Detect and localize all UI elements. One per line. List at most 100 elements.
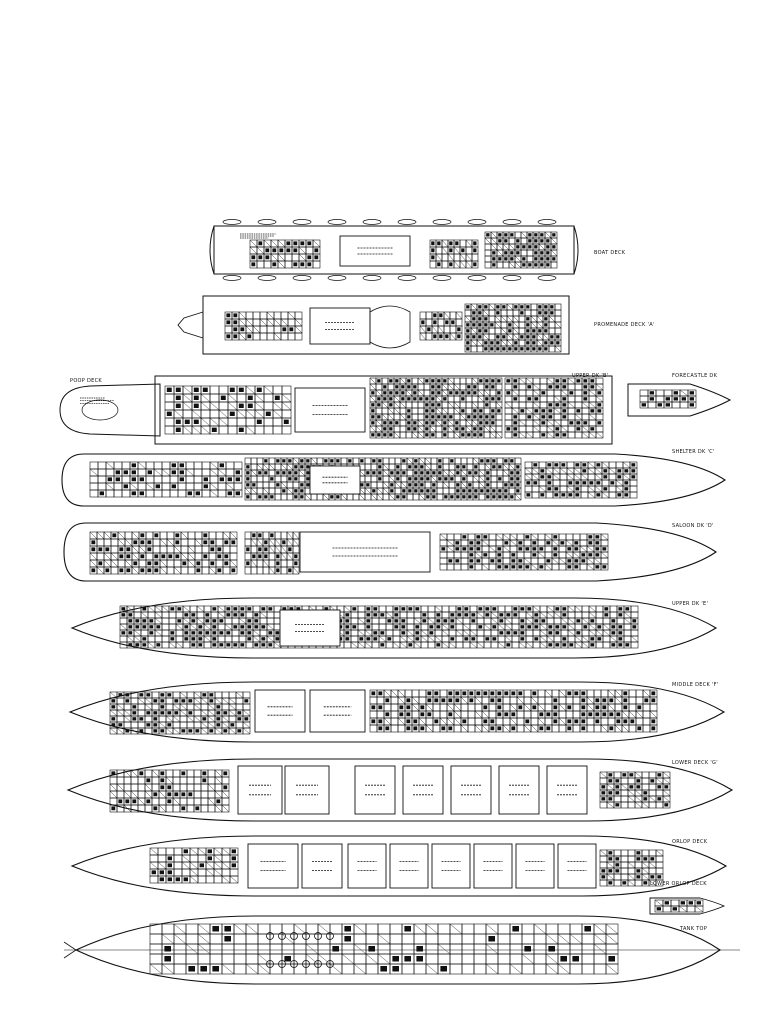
upper-b-cabin-berth bbox=[465, 425, 473, 433]
saloon-d-cabin-berth bbox=[268, 538, 276, 547]
shelter-c-cabin-fixture bbox=[468, 471, 472, 475]
saloon-d-cabin-berth bbox=[286, 552, 294, 561]
middle-f-cabin-berth bbox=[558, 717, 567, 726]
lower-g-cabin bbox=[186, 769, 195, 778]
saloon-d-cabin bbox=[250, 545, 258, 554]
promenade-cabin bbox=[449, 311, 457, 320]
saloon-d-cabin-berth bbox=[103, 531, 112, 540]
orlop-room-fixture bbox=[159, 877, 164, 882]
lower-g-cabin bbox=[641, 783, 650, 791]
upper-b-cabin-berth bbox=[399, 401, 407, 409]
saloon-d-cabin-fixture bbox=[574, 565, 579, 569]
orlop-room-fixture bbox=[636, 869, 641, 873]
saloon-d-cabin bbox=[460, 551, 469, 559]
promenade-cabin-berth bbox=[494, 315, 502, 323]
middle-f-cabin-fixture bbox=[111, 699, 116, 703]
promenade-cabin-fixture bbox=[433, 320, 437, 325]
shelter-c-cabin bbox=[531, 491, 540, 499]
shelter-c-cabin-fixture bbox=[498, 465, 502, 469]
middle-f-cabin-fixture bbox=[132, 711, 137, 715]
orlop-room bbox=[620, 849, 629, 857]
middle-f-cabin-fixture bbox=[378, 705, 383, 710]
middle-f-cabin bbox=[474, 703, 483, 712]
orlop-room bbox=[189, 854, 199, 863]
shelter-c-cabin bbox=[280, 475, 288, 483]
middle-f-cabin bbox=[369, 710, 378, 719]
middle-f-cabin-fixture bbox=[567, 691, 572, 696]
shelter-c-cabin-fixture bbox=[468, 483, 472, 487]
forecastle-room-fixture bbox=[673, 391, 678, 395]
upper-e-cabin-fixture bbox=[562, 613, 567, 617]
lower-g-cabin-berth bbox=[172, 797, 181, 806]
promenade-cabin bbox=[425, 311, 433, 320]
boat-cabin-berth bbox=[435, 253, 443, 262]
saloon-d-cabin bbox=[194, 552, 203, 561]
shelter-c-cabin-fixture bbox=[610, 481, 615, 485]
saloon-d-cabin bbox=[544, 551, 553, 559]
promenade-cabin bbox=[252, 332, 261, 341]
shelter-c-cabin-berth bbox=[531, 467, 540, 475]
upper-e-cabin-berth bbox=[476, 611, 485, 619]
shelter-c-cabin bbox=[256, 487, 264, 495]
shelter-c-cabin-fixture bbox=[516, 471, 520, 475]
upper-b-cabin-fixture bbox=[548, 403, 553, 407]
boat-cabin bbox=[435, 246, 443, 255]
promenade-cabin-fixture bbox=[538, 305, 542, 309]
upper-e-cabin bbox=[343, 641, 352, 649]
upper-b-cabin bbox=[553, 389, 562, 397]
shelter-c-cabin-fixture bbox=[596, 493, 601, 497]
upper-e-cabin bbox=[567, 635, 576, 643]
middle-f-cabin-fixture bbox=[595, 712, 600, 717]
middle-f-cabin-fixture bbox=[609, 712, 614, 717]
shelter-c-cabin bbox=[250, 493, 258, 501]
middle-f-cabin bbox=[151, 691, 160, 699]
lower-g-cabin-berth bbox=[207, 797, 216, 806]
promenade-cabin-berth bbox=[542, 333, 550, 341]
saloon-d-cabin bbox=[229, 545, 238, 554]
upper-b-cabin-fixture bbox=[583, 421, 588, 425]
saloon-d-cabin bbox=[439, 551, 448, 559]
shelter-c-cabin-berth bbox=[552, 473, 561, 481]
upper-e-cabin bbox=[406, 623, 415, 631]
upper-b-cabin-fixture bbox=[425, 379, 429, 383]
promenade-cabin-fixture bbox=[544, 329, 548, 333]
upper-b-cabin bbox=[483, 407, 491, 415]
promenade-cabin-fixture bbox=[538, 311, 542, 315]
middle-f-cabin bbox=[235, 703, 244, 711]
promenade-cabin-berth bbox=[500, 339, 508, 347]
shelter-c-cabin-fixture bbox=[624, 469, 629, 473]
upper-b-cabin-fixture bbox=[371, 421, 375, 425]
promenade-cabin-berth bbox=[506, 315, 514, 323]
middle-f-cabin-fixture bbox=[609, 726, 614, 731]
lower-g-cabin bbox=[662, 801, 671, 809]
saloon-d-cabin-fixture bbox=[140, 533, 145, 538]
upper-e-cabin-fixture bbox=[142, 607, 147, 611]
tank-top-tank bbox=[305, 963, 319, 975]
middle-f-cabin-berth bbox=[123, 709, 132, 717]
upper-b-cabin bbox=[560, 419, 569, 427]
upper-e-cabin bbox=[161, 611, 170, 619]
upper-b-cabin bbox=[504, 383, 513, 391]
saloon-d-cabin-fixture bbox=[175, 533, 180, 538]
upper-e-cabin-berth bbox=[574, 605, 583, 613]
boat-cabin-berth bbox=[277, 239, 286, 248]
upper-e-cabin bbox=[532, 641, 541, 649]
promenade-cabin-fixture bbox=[550, 335, 554, 339]
promenade-cabin-berth bbox=[273, 332, 282, 341]
promenade-cabin-fixture bbox=[544, 347, 548, 351]
lower-g-cabin-berth bbox=[634, 795, 643, 803]
saloon-d-cabin-berth bbox=[551, 539, 560, 547]
promenade-cabin-berth bbox=[238, 332, 247, 341]
upper-b-cabin-fixture bbox=[562, 397, 567, 401]
boat-cabin bbox=[453, 253, 461, 262]
saloon-d-cabin bbox=[600, 557, 609, 565]
shelter-c-cabin-fixture bbox=[516, 465, 520, 469]
upper-e-cabin-fixture bbox=[548, 631, 553, 635]
middle-f-cabin bbox=[411, 710, 420, 719]
upper-b-cabin-fixture bbox=[437, 415, 441, 419]
middle-f-cabin-berth bbox=[228, 709, 237, 717]
middle-f-cabin-fixture bbox=[483, 705, 488, 710]
orlop-room-fixture bbox=[650, 875, 655, 879]
saloon-d-cabin bbox=[215, 531, 224, 540]
promenade-cabin-berth bbox=[431, 325, 439, 334]
